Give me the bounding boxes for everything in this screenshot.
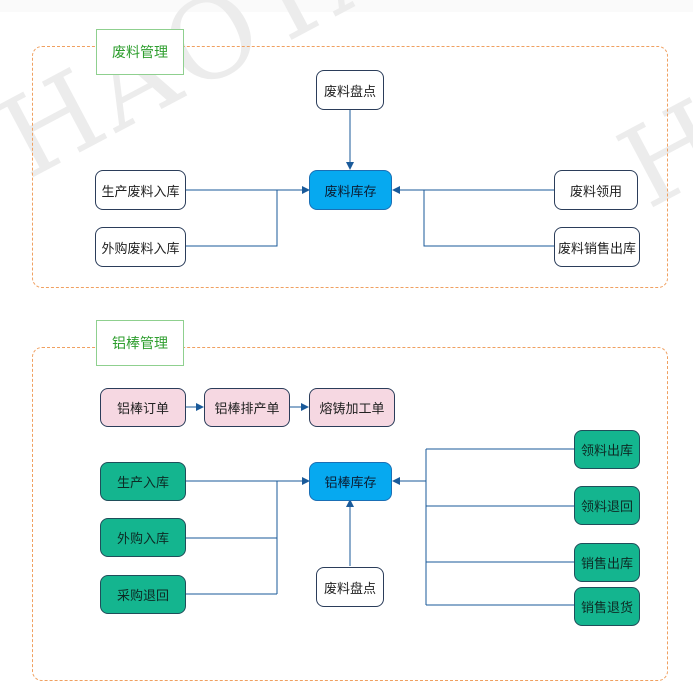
scrap-production-in-node[interactable]: 生产废料入库 bbox=[95, 170, 186, 210]
rod-sales-out-node[interactable]: 销售出库 bbox=[574, 543, 640, 582]
rod-inventory-node[interactable]: 废料盘点 bbox=[316, 567, 384, 607]
scrap-management-group bbox=[32, 46, 668, 288]
rod-stock-hub[interactable]: 铝棒库存 bbox=[309, 462, 392, 501]
top-bar bbox=[0, 0, 693, 12]
scrap-requisition-node[interactable]: 废料领用 bbox=[554, 170, 638, 210]
scrap-sales-out-node[interactable]: 废料销售出库 bbox=[554, 227, 640, 267]
rod-order-node[interactable]: 铝棒订单 bbox=[100, 388, 186, 427]
scrap-management-label: 废料管理 bbox=[96, 29, 184, 75]
casting-order-node[interactable]: 熔铸加工单 bbox=[309, 388, 395, 427]
rod-purchase-return-node[interactable]: 采购退回 bbox=[100, 575, 186, 614]
rod-requisition-out-node[interactable]: 领料出库 bbox=[574, 430, 640, 469]
rod-sales-return-node[interactable]: 销售退货 bbox=[574, 587, 640, 626]
rod-management-group bbox=[32, 347, 668, 681]
edge-scrap-right-merge bbox=[423, 189, 554, 247]
edge-scrap-left-merge bbox=[186, 189, 278, 247]
rod-management-label: 铝棒管理 bbox=[96, 320, 184, 366]
scrap-purchase-in-node[interactable]: 外购废料入库 bbox=[95, 227, 186, 267]
rod-schedule-node[interactable]: 铝棒排产单 bbox=[204, 388, 290, 427]
rod-purchase-in-node[interactable]: 外购入库 bbox=[100, 518, 186, 557]
scrap-stock-hub[interactable]: 废料库存 bbox=[309, 170, 392, 210]
rod-requisition-return-node[interactable]: 领料退回 bbox=[574, 486, 640, 525]
rod-production-in-node[interactable]: 生产入库 bbox=[100, 462, 186, 501]
scrap-inventory-node[interactable]: 废料盘点 bbox=[316, 70, 384, 110]
